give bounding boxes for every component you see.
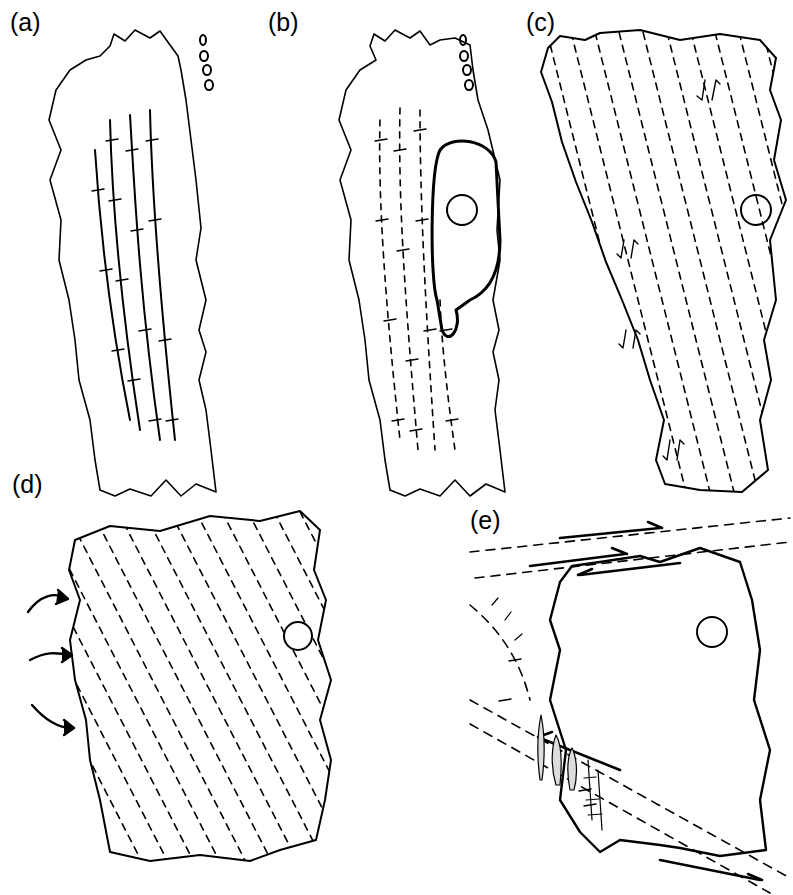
stroke	[584, 804, 596, 806]
stroke	[0, 500, 94, 870]
stroke	[544, 20, 664, 500]
stroke	[131, 229, 143, 231]
stroke	[126, 149, 138, 151]
stroke	[640, 20, 760, 500]
stroke	[414, 129, 426, 131]
stroke	[8, 500, 198, 870]
stroke	[0, 500, 146, 870]
stroke	[509, 659, 521, 661]
stroke	[0, 500, 42, 870]
panel-label: (b)	[268, 10, 299, 35]
stroke	[0, 500, 172, 870]
stroke	[440, 329, 452, 331]
panel-d	[0, 500, 484, 870]
panel-b	[339, 30, 505, 496]
stroke	[0, 500, 68, 870]
stroke	[424, 329, 436, 331]
stroke	[416, 219, 428, 221]
stroke	[216, 500, 406, 870]
stroke	[579, 789, 591, 791]
stroke	[128, 379, 140, 381]
stroke	[159, 339, 171, 341]
stroke	[688, 20, 793, 500]
stroke	[664, 20, 784, 500]
panel-a	[49, 30, 216, 496]
panel-label: (c)	[526, 10, 555, 35]
stroke	[410, 429, 422, 431]
stroke	[472, 20, 592, 500]
panel-c	[424, 20, 793, 500]
stroke	[446, 419, 458, 421]
stroke	[568, 20, 688, 500]
panel-label: (e)	[470, 508, 501, 533]
stroke	[375, 139, 387, 141]
stroke	[149, 419, 161, 421]
stroke	[520, 20, 640, 500]
panel-label: (d)	[12, 472, 43, 497]
stroke	[397, 249, 409, 251]
stroke	[112, 500, 302, 870]
stroke	[34, 500, 224, 870]
stroke	[384, 319, 396, 321]
stroke	[784, 20, 793, 500]
stroke	[100, 269, 112, 271]
stroke	[736, 20, 793, 500]
stroke	[392, 419, 404, 421]
stroke	[164, 500, 354, 870]
stroke	[146, 139, 158, 141]
stroke	[712, 20, 793, 500]
stroke	[116, 279, 128, 281]
stroke	[242, 500, 432, 870]
stroke	[0, 500, 120, 870]
stroke	[112, 349, 124, 351]
stroke	[592, 20, 712, 500]
stroke	[760, 20, 793, 500]
stroke	[60, 500, 250, 870]
stroke	[268, 500, 458, 870]
stroke	[616, 20, 736, 500]
stroke	[149, 219, 161, 221]
stroke	[138, 500, 328, 870]
stroke	[499, 699, 511, 701]
stroke	[394, 149, 406, 151]
panel-e	[470, 518, 790, 893]
stroke	[496, 20, 616, 500]
stroke	[190, 500, 380, 870]
stroke	[376, 219, 388, 221]
stroke	[294, 500, 484, 870]
stroke	[109, 199, 121, 201]
panel-label: (a)	[10, 10, 41, 35]
stroke	[139, 329, 151, 331]
stroke	[92, 189, 104, 191]
stroke	[86, 500, 276, 870]
stroke	[106, 139, 118, 141]
stroke	[166, 419, 178, 421]
stroke	[424, 20, 544, 500]
stroke	[448, 20, 568, 500]
stroke	[406, 359, 418, 361]
